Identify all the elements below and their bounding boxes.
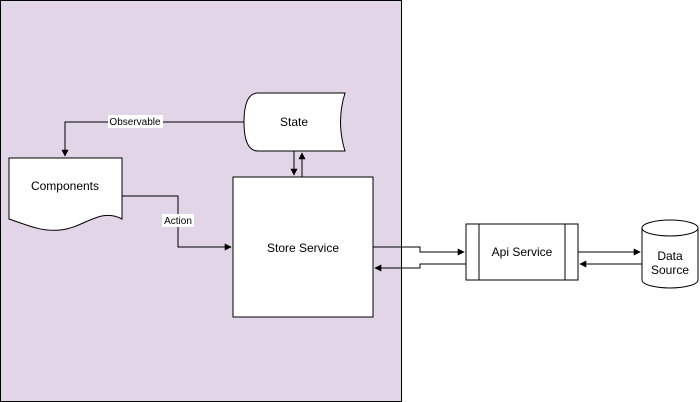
store-service-label: Store Service	[267, 241, 339, 255]
action-edge: Action	[122, 195, 232, 251]
observable-label-bg	[108, 115, 163, 128]
data-source-node[interactable]: Data Source	[641, 219, 699, 289]
state-shape	[243, 92, 346, 152]
observable-arrow	[61, 121, 244, 157]
data-source-body	[641, 228, 699, 289]
data-source-top	[641, 219, 699, 237]
observable-edge: Observable	[61, 115, 244, 157]
components-node[interactable]: Components	[8, 157, 123, 231]
components-label: Components	[31, 179, 99, 193]
store-service-shape	[232, 176, 374, 318]
components-shape	[8, 157, 123, 231]
api-service-label: Api Service	[492, 245, 553, 259]
data-source-label-line2: Source	[651, 263, 689, 277]
api-service-shape	[465, 223, 579, 281]
state-label: State	[280, 115, 308, 129]
action-label-bg	[162, 214, 194, 227]
api-service-node[interactable]: Api Service	[465, 223, 579, 281]
store-to-api-arrow	[373, 246, 465, 256]
state-node[interactable]: State	[243, 92, 346, 152]
action-label: Action	[164, 216, 192, 227]
data-source-label-line1: Data	[657, 249, 683, 263]
api-to-store-arrow	[374, 263, 466, 272]
store-service-node[interactable]: Store Service	[232, 176, 374, 318]
observable-label: Observable	[109, 117, 161, 128]
